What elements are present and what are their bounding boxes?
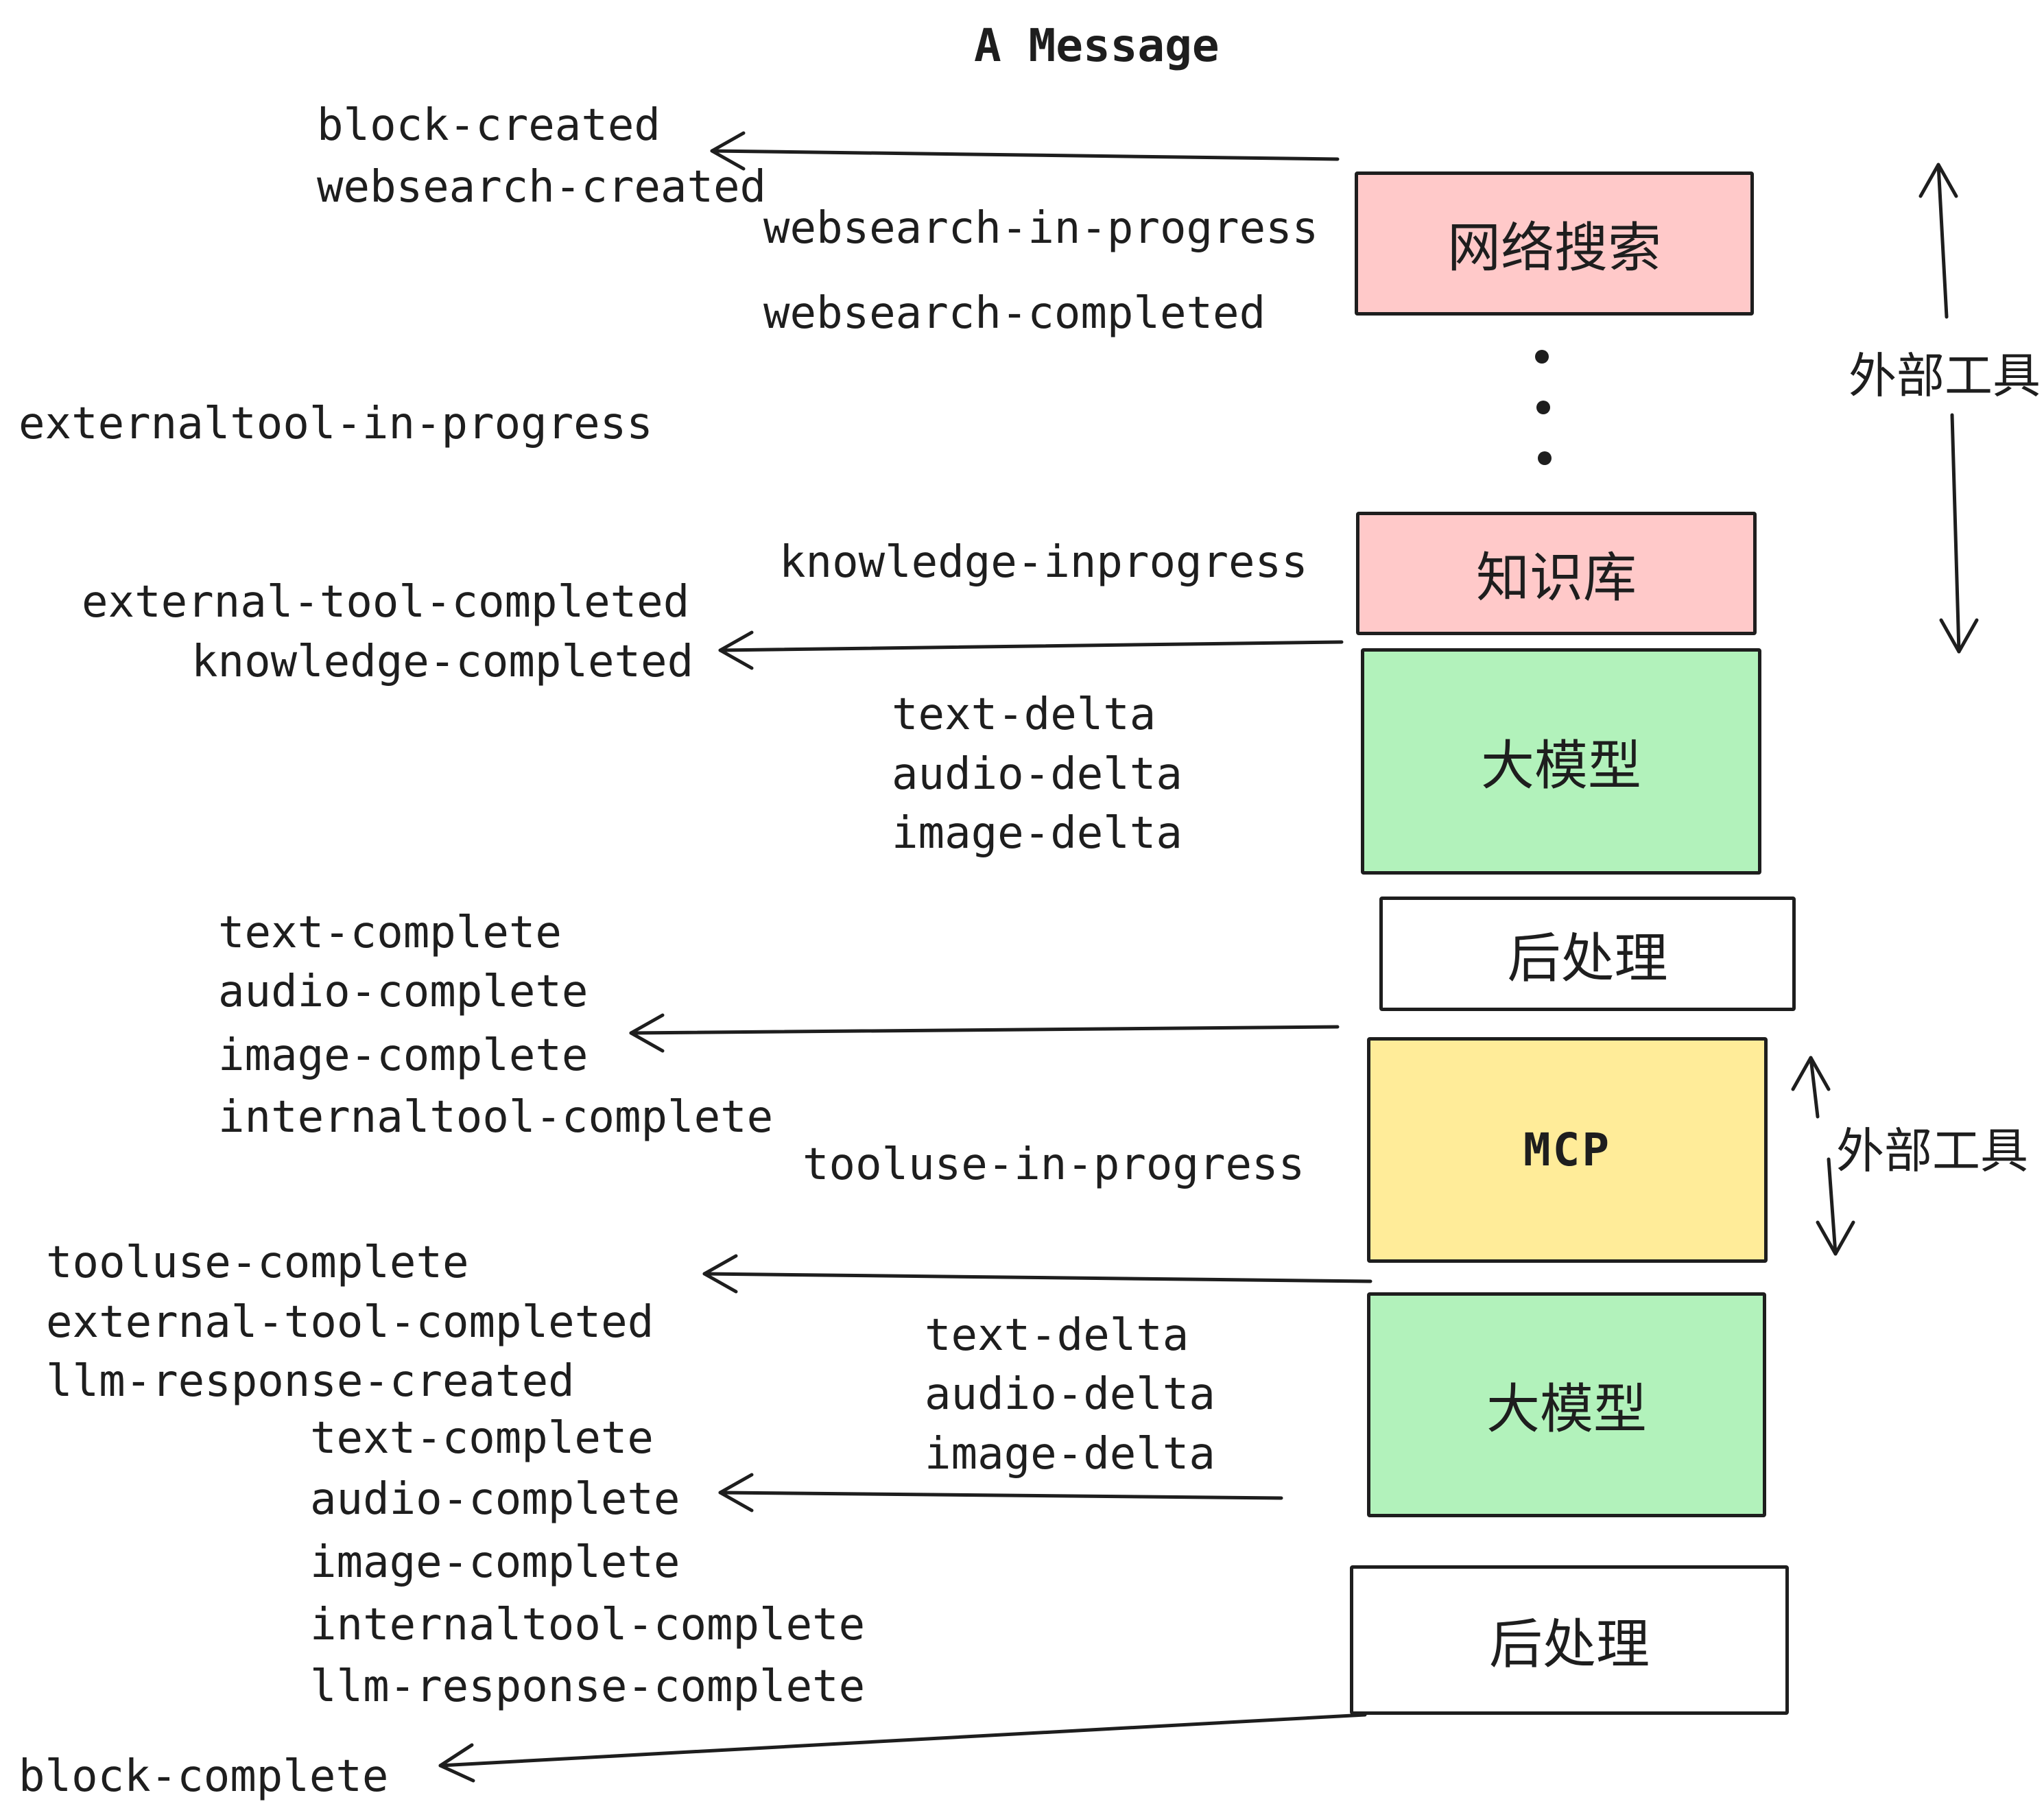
event-label-audio-delta-2: audio-delta [925,1369,1215,1420]
event-label-audio-complete-2: audio-complete [310,1474,680,1525]
event-label-external-tool-completed: external-tool-completed [82,577,690,628]
external-tools-top-down-arrow [1939,413,1979,654]
arrow-knowledge-completed [718,630,1344,670]
event-label-image-complete-2: image-complete [310,1537,680,1588]
mcp-box: MCP [1367,1037,1768,1263]
event-label-internaltool-complete-2: internaltool-complete [310,1600,866,1650]
arrow-block-created [710,131,1340,171]
event-label-image-delta: image-delta [892,808,1183,859]
external-tools-bottom-down-arrow [1816,1157,1855,1256]
event-label-text-complete: text-complete [218,907,562,958]
knowledge-box: 知识库 [1356,512,1757,635]
event-label-llm-response-created: llm-response-created [46,1356,575,1407]
event-label-tooluse-in-progress: tooluse-in-progress [803,1139,1305,1190]
llm-box-1: 大模型 [1361,648,1761,875]
event-label-knowledge-inprogress: knowledge-inprogress [779,537,1308,588]
event-label-internaltool-complete: internaltool-complete [218,1092,774,1143]
ellipsis-dot [1538,451,1552,465]
external-tools-label-top: 外部工具 [1849,348,2041,404]
event-label-text-complete-2: text-complete [310,1413,654,1464]
websearch-box: 网络搜索 [1355,171,1754,316]
ellipsis-dot [1535,350,1549,364]
event-label-websearch-created: websearch-created [317,162,767,213]
external-tools-label-bottom: 外部工具 [1836,1123,2028,1179]
event-label-llm-response-complete: llm-response-complete [310,1661,866,1712]
event-label-block-complete: block-complete [19,1751,389,1802]
event-label-audio-complete: audio-complete [218,966,589,1017]
event-label-knowledge-completed: knowledge-completed [191,637,694,687]
event-label-tooluse-complete: tooluse-complete [46,1237,469,1288]
event-label-websearch-in-progress: websearch-in-progress [763,203,1319,254]
event-label-block-created: block-created [317,100,661,151]
postprocess-box-2: 后处理 [1350,1565,1789,1715]
ellipsis-dot [1536,401,1550,414]
arrow-image-complete [629,1013,1340,1053]
external-tools-top-up-arrow [1918,163,1958,319]
event-label-externaltool-in-progress: externaltool-in-progress [19,399,653,449]
event-label-image-complete: image-complete [218,1030,589,1081]
external-tools-bottom-up-arrow [1791,1056,1831,1119]
page-title: A Message [974,19,1220,72]
arrow-audio-complete [718,1473,1283,1512]
event-label-external-tool-completed-2: external-tool-completed [46,1297,654,1348]
arrow-block-complete [438,1713,1367,1783]
event-label-image-delta-2: image-delta [925,1429,1215,1480]
arrow-tooluse-complete [702,1254,1372,1294]
postprocess-box-1: 后处理 [1379,897,1796,1011]
event-label-audio-delta: audio-delta [892,749,1183,800]
event-label-text-delta-2: text-delta [925,1310,1189,1361]
event-label-websearch-completed: websearch-completed [763,288,1266,339]
llm-box-2: 大模型 [1367,1292,1766,1517]
event-label-text-delta: text-delta [892,689,1156,740]
